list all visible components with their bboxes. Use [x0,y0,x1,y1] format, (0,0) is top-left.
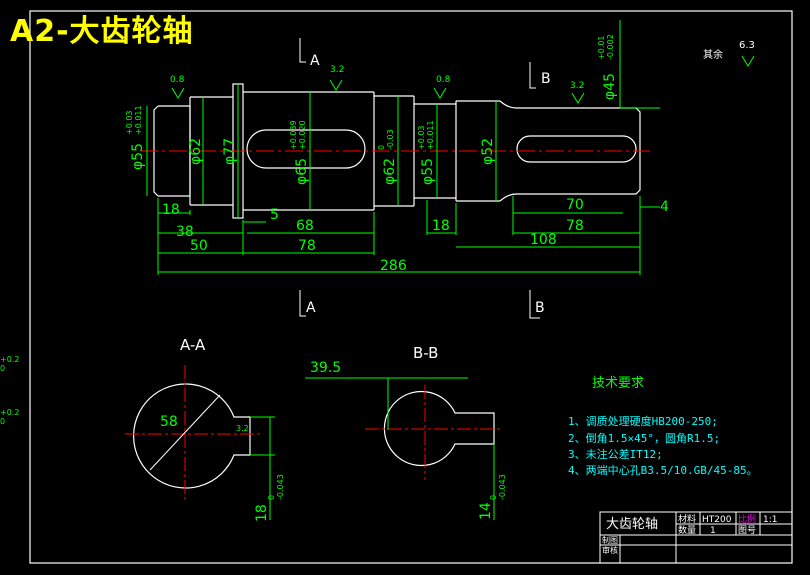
section-aa-finish: 3.2 [236,424,249,433]
finish-32-b: 3.2 [570,81,584,91]
surface-finish-symbols [171,55,755,104]
dimension-lines [146,20,660,275]
section-mark-b-bottom: B [535,300,545,316]
drawing-border [29,10,793,564]
dim-d55b-tol: +0.03+0.011 [417,120,435,150]
dim-18b: 18 [432,218,450,234]
finish-32-a: 3.2 [330,65,344,75]
title-block-scale: 1:1 [763,515,777,525]
title-block-designer: 制图 [602,535,618,545]
title-block-material: HT200 [702,515,732,525]
section-markers [299,38,540,319]
title-block-material-label: 材料 [678,513,696,525]
finish-08-a: 0.8 [170,75,185,85]
section-mark-a-bottom: A [306,300,316,316]
dim-108: 108 [530,232,557,248]
section-mark-a-top: A [310,53,320,69]
dim-5: 5 [270,207,279,223]
dim-38: 38 [176,224,194,240]
section-bb-width: 14 [478,502,494,520]
dim-d55-top: φ55 [130,143,146,170]
section-aa-label: A-A [180,336,206,354]
section-aa-width-tol: 0-0.043 [267,474,285,500]
section-aa-dim: 58 [160,414,178,430]
section-aa-view [125,365,275,520]
tech-item-3: 3、未注公差IT12; [568,448,663,461]
finish-08-b: 0.8 [436,75,451,85]
tech-item-4: 4、两端中心孔B3.5/10.GB/45-85。 [568,464,758,477]
section-mark-b-top: B [541,71,551,87]
finish-rest-value: 6.3 [739,40,755,51]
title-block-reviewer: 审核 [602,545,618,555]
dim-286: 286 [380,258,407,274]
dim-70: 70 [566,197,584,213]
section-bb-dim: 39.5 [310,360,341,376]
dim-50: 50 [190,238,208,254]
dim-4: 4 [660,199,669,215]
section-aa-width: 18 [254,504,270,522]
tech-item-2: 2、倒角1.5×45°，圆角R1.5; [568,432,721,445]
title-block-qty: 1 [710,526,716,536]
dim-d65-tol: +0.039+0.020 [289,120,307,150]
dim-78b: 78 [566,218,584,234]
title-block-drawing-no: 图号 [738,525,756,536]
dim-d62b: φ62 [382,158,398,185]
title-block [599,511,793,564]
section-bb-width-tol: 0-0.043 [489,474,507,500]
dim-d65: φ65 [294,158,310,185]
title-block-scale-label: 比例 [738,513,756,525]
page-title: A2-大齿轮轴 [10,14,194,49]
dim-d62: φ62 [188,138,204,165]
dim-78a: 78 [298,238,316,254]
finish-rest-label: 其余 [703,48,723,61]
dim-d55b: φ55 [420,158,436,185]
dim-d77: φ77 [222,138,238,165]
title-block-qty-label: 数量 [678,524,696,536]
dim-d45: φ45 [602,73,618,100]
dim-d52: φ52 [480,138,496,165]
dim-d55-top-tol: +0.03+0.011 [125,105,143,135]
section-bb-view [305,377,500,520]
dim-d45-tol: +0.01-0.002 [597,34,615,60]
tech-requirements-heading: 技术要求 [592,376,645,391]
dim-18a: 18 [162,202,180,218]
tech-item-1: 1、调质处理硬度HB200-250; [568,415,718,428]
dim-68: 68 [296,218,314,234]
title-block-name: 大齿轮轴 [606,517,658,532]
section-bb-label: B-B [413,344,438,362]
dim-d62b-tol: 0-0.03 [377,129,395,150]
